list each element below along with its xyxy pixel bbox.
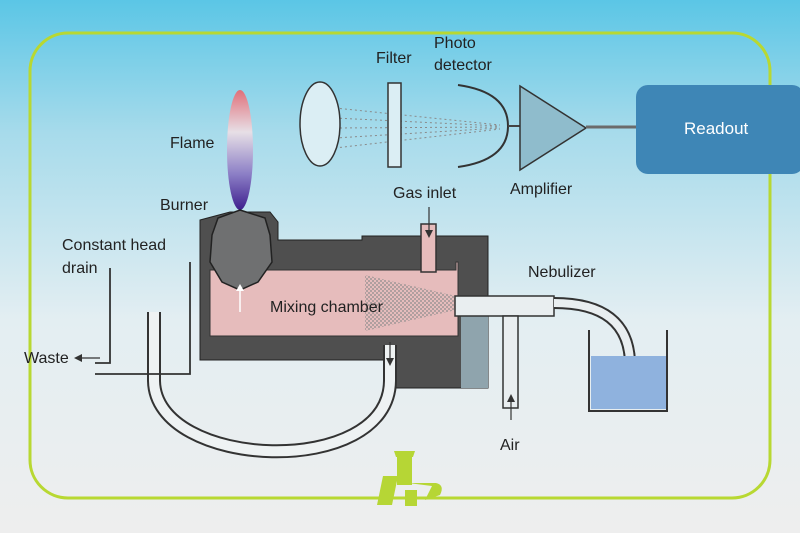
drain-vessel-left-wall [95,268,111,364]
waste-label: Waste [24,350,69,367]
burner-label: Burner [160,197,209,214]
photo-label: Photo [434,35,476,52]
air-arrowhead [507,394,515,402]
drain-u-tube-inner [149,312,395,457]
sample-beaker [588,330,668,412]
flask-logo-icon [377,451,442,506]
drain-vessel-right-wall [95,262,191,375]
readout-label: Readout [684,119,749,138]
burner-flow-arrowhead [236,284,244,291]
capillary-tube-inner [553,299,635,371]
filter-label: Filter [376,50,412,67]
drain-flow-arrowhead [386,358,394,366]
readout-box [636,85,800,174]
gas-inlet-arrowhead [425,230,433,238]
amplifier-label: Amplifier [510,181,573,198]
filter-plate [387,82,402,168]
mixing-chamber-label: Mixing chamber [270,299,383,316]
detector-label: detector [434,57,492,74]
amplifier-symbol [519,84,588,172]
flame-label: Flame [170,135,215,152]
nebulizer-tube [454,295,555,317]
waste-arrowhead [74,354,82,362]
air-inlet-tube [502,315,519,409]
constant-head-label: Constant head [62,237,167,254]
frame-border [28,31,772,500]
flame [227,90,253,210]
lens [299,81,341,167]
air-label: Air [500,437,520,454]
nebulizer-label: Nebulizer [528,264,596,281]
sample-solution [591,356,666,409]
spray-cone [365,275,456,331]
drain-label: drain [62,260,98,277]
gas-inlet-label: Gas inlet [393,185,457,202]
